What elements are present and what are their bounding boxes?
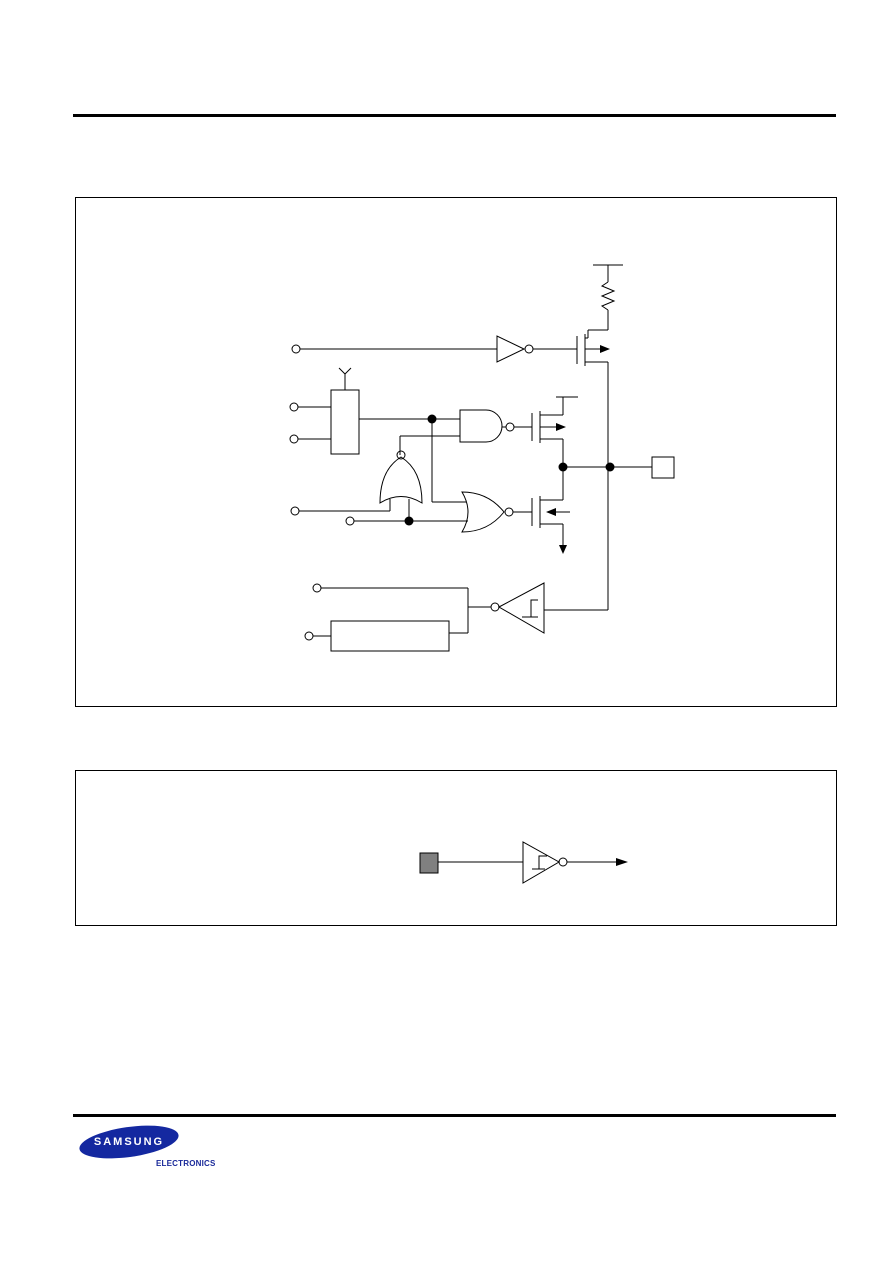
brand-sub: ELECTRONICS xyxy=(156,1159,216,1168)
samsung-logo: SAMSUNG xyxy=(78,1124,180,1160)
input-schematic-panel xyxy=(75,770,837,926)
header-rule xyxy=(73,114,836,117)
port-schematic-panel xyxy=(75,197,837,707)
brand-name: SAMSUNG xyxy=(93,1136,165,1148)
footer-rule xyxy=(73,1114,836,1117)
